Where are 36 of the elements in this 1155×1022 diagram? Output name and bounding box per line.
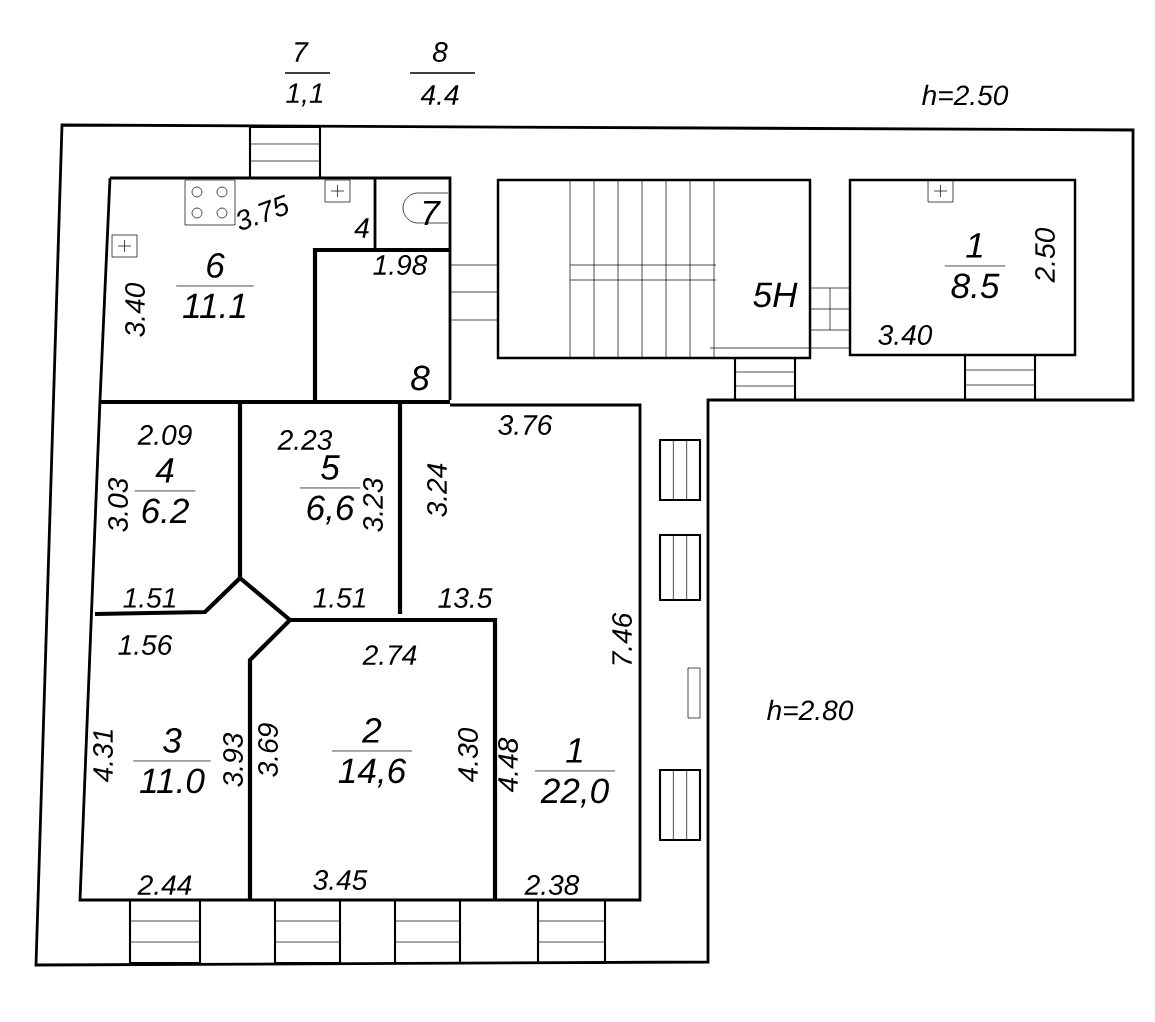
dimension-label: 1.56	[118, 635, 173, 655]
room-area-fraction: 1 8.5	[944, 233, 1006, 299]
room-area-fraction: 2 14,6	[331, 718, 413, 788]
dimension-label: 2.74	[362, 645, 417, 665]
dimension-label: 4	[354, 218, 369, 238]
room-number: 5Н	[753, 282, 798, 308]
dimension-label: 1.51	[313, 588, 365, 608]
dimension-label: 3.76	[498, 415, 553, 435]
room-area-fraction: 5 6,6	[299, 455, 361, 525]
room-number: 8	[411, 365, 430, 391]
dimension-label: 3.40	[878, 325, 933, 345]
room-area-fraction: 1 22,0	[534, 738, 616, 808]
room-area-fraction: 3 11.0	[132, 728, 212, 794]
room-area-fraction: 6 11.1	[175, 253, 255, 318]
dimension-label: 3.45	[313, 870, 368, 890]
dimension-label: 2.50	[1035, 227, 1055, 283]
dimension-label: 2.38	[524, 875, 580, 895]
dimension-label: 7.46	[612, 612, 632, 665]
dimension-label: 3.69	[258, 723, 278, 777]
dimension-label: 1.51	[123, 588, 175, 608]
room-number: 7	[295, 42, 309, 62]
ceiling-height-label: h=2.80	[767, 699, 854, 721]
area-value: 1,1	[286, 83, 323, 107]
room-area-fraction: 4 6.2	[134, 458, 196, 524]
dimension-label: 1.98	[373, 255, 428, 275]
ceiling-height-label: h=2.50	[922, 84, 1009, 106]
area-value: 4.4	[420, 85, 459, 105]
room-number: 8	[432, 42, 448, 62]
dimension-label: 13.5	[438, 588, 493, 608]
dimension-label: 3.24	[427, 463, 447, 517]
dimension-label: 3.40	[125, 282, 145, 337]
room-number: 7	[423, 200, 441, 226]
dimension-label: 2.23	[277, 430, 333, 450]
dimension-label: 2.44	[137, 875, 192, 895]
dimension-label: 3.75	[237, 194, 289, 230]
dimension-label: 4.30	[458, 727, 478, 783]
